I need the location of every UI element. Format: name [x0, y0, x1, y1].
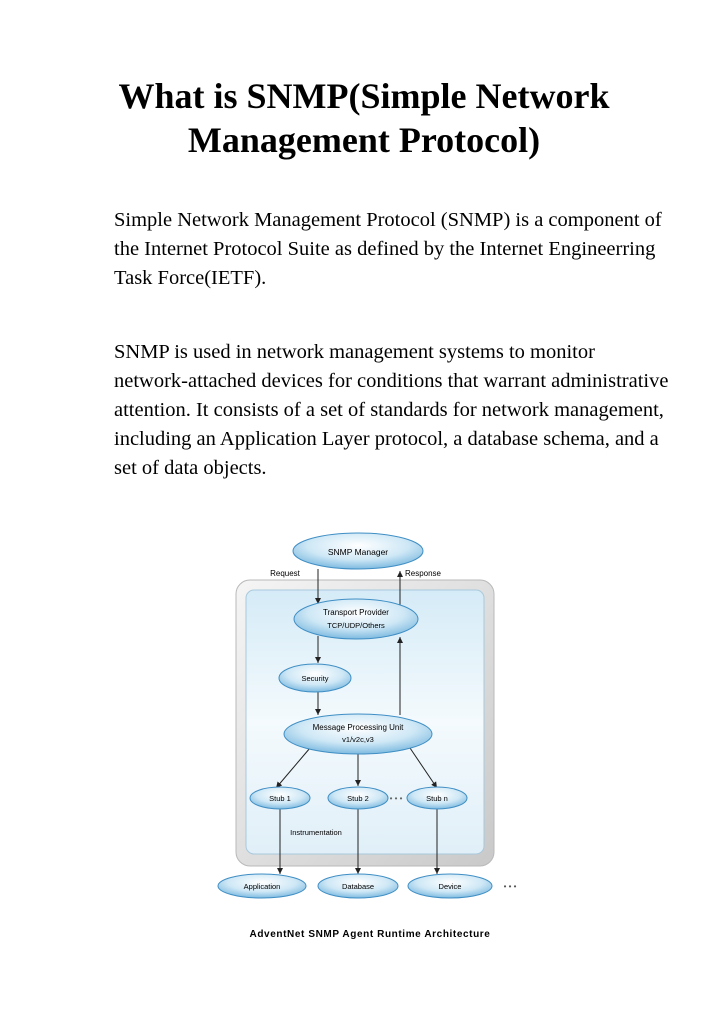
- diagram-caption: AdventNet SNMP Agent Runtime Architectur…: [250, 929, 491, 940]
- paragraph-intro: Simple Network Management Protocol (SNMP…: [114, 209, 662, 289]
- stub-n-label: Stub n: [426, 794, 448, 803]
- transport-provider-label: Transport Provider: [323, 608, 389, 617]
- device-label: Device: [439, 882, 462, 891]
- stub-n-node: [406, 786, 468, 810]
- database-label: Database: [342, 882, 374, 891]
- application-label: Application: [244, 882, 281, 891]
- title-line-2: Management Protocol): [187, 120, 541, 160]
- snmp-manager-node: [292, 532, 424, 570]
- stub-2-node: [327, 786, 389, 810]
- stub-ellipsis: • • •: [390, 794, 403, 803]
- title-line-1: What is SNMP(Simple Network: [118, 76, 610, 116]
- security-label: Security: [301, 674, 328, 683]
- snmp-manager-label: SNMP Manager: [328, 547, 388, 557]
- paragraph-usage: SNMP is used in network management syste…: [114, 341, 669, 479]
- stub-1-node: [249, 786, 311, 810]
- transport-protocols-label: TCP/UDP/Others: [327, 621, 385, 630]
- mpu-node: [283, 713, 433, 755]
- stub-2-label: Stub 2: [347, 794, 369, 803]
- transport-provider-node: [293, 598, 419, 640]
- device-ellipsis: • • •: [504, 882, 517, 891]
- instrumentation-label: Instrumentation: [290, 828, 342, 837]
- security-node: [278, 663, 352, 693]
- application-node: [217, 873, 307, 899]
- response-label: Response: [405, 569, 442, 578]
- mpu-versions-label: v1/v2c,v3: [342, 735, 374, 744]
- device-node: [407, 873, 493, 899]
- mpu-label: Message Processing Unit: [313, 723, 404, 732]
- database-node: [317, 873, 399, 899]
- request-label: Request: [270, 569, 301, 578]
- page-title: What is SNMP(Simple Network Management P…: [0, 74, 728, 162]
- stub-1-label: Stub 1: [269, 794, 291, 803]
